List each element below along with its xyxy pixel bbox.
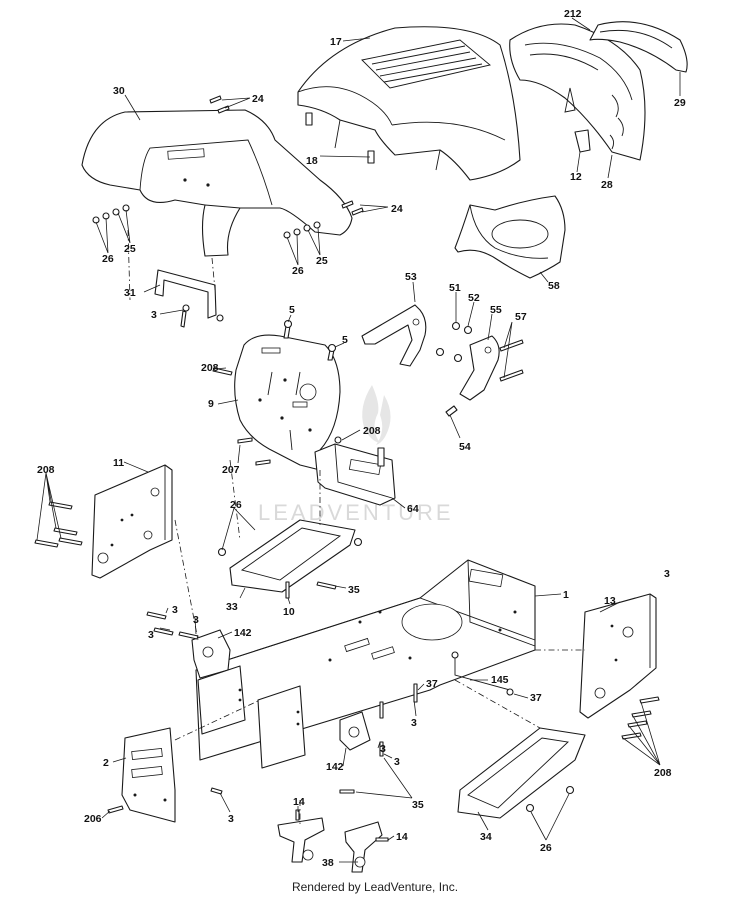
callout-label: 208: [37, 464, 55, 476]
left-frame-panel-part[interactable]: [91, 464, 173, 579]
callout-label: 24: [252, 93, 264, 105]
pivot-bracket-part[interactable]: [277, 809, 389, 873]
callout-label: 35: [412, 799, 424, 811]
callout-label: 35: [348, 584, 360, 596]
callout-label: 26: [102, 253, 114, 265]
callout-label: 142: [326, 761, 344, 773]
assembly-lines: [127, 229, 585, 826]
brake-linkage-part[interactable]: [435, 321, 524, 417]
callout-label: 3: [151, 309, 157, 321]
callout-label: 17: [330, 36, 342, 48]
callout-label: 34: [480, 831, 492, 843]
callout-label: 212: [564, 8, 582, 20]
watermark-logo: [362, 385, 391, 445]
pedal-bracket-part[interactable]: [361, 304, 427, 367]
callout-label: 3: [380, 743, 386, 755]
callout-label: 28: [601, 179, 613, 191]
front-bracket-part[interactable]: [121, 727, 176, 823]
callout-label: 9: [208, 398, 214, 410]
callout-label: 5: [289, 304, 295, 316]
callout-label: 29: [674, 97, 686, 109]
hood-part[interactable]: [297, 26, 521, 181]
axle-plate-part[interactable]: [197, 665, 306, 769]
callout-label: 3: [172, 604, 178, 616]
callout-label: 26: [540, 842, 552, 854]
callout-label: 14: [293, 796, 305, 808]
belt-shield-part[interactable]: [454, 195, 566, 279]
latch-part[interactable]: [574, 129, 591, 153]
frame-bolt-part[interactable]: [34, 501, 83, 548]
leader-lines: [36, 17, 681, 863]
callout-label: 12: [570, 171, 582, 183]
callout-label: 3: [411, 717, 417, 729]
callout-labels: 17 212 29 28 12 30 24 18 24 25 26 26 25 …: [37, 8, 686, 869]
callout-label: 53: [405, 271, 417, 283]
callout-label: 11: [113, 457, 124, 469]
callout-label: 3: [228, 813, 234, 825]
dash-panel-part[interactable]: [81, 109, 353, 257]
callout-label: 26: [230, 499, 242, 511]
callout-label: 37: [426, 678, 438, 690]
callout-label: 33: [226, 601, 238, 613]
callout-label: 51: [449, 282, 461, 294]
callout-label: 3: [193, 614, 199, 626]
callout-label: 31: [124, 287, 136, 299]
foot-rest-part[interactable]: [457, 727, 586, 819]
callout-label: 3: [664, 568, 670, 580]
callout-label: 25: [124, 243, 136, 255]
axle-bracket-part[interactable]: [191, 629, 371, 751]
callout-label: 3: [394, 756, 400, 768]
callout-label: 207: [222, 464, 240, 476]
callout-label: 142: [234, 627, 252, 639]
callout-label: 38: [322, 857, 334, 869]
callout-label: 206: [84, 813, 102, 825]
callout-label: 1: [563, 589, 569, 601]
callout-label: 37: [530, 692, 542, 704]
lower-dash-part[interactable]: [314, 436, 396, 506]
callout-label: 64: [407, 503, 419, 515]
grille-insert-part[interactable]: [589, 21, 688, 73]
callout-label: 3: [148, 629, 154, 641]
dash-support-part[interactable]: [234, 334, 341, 471]
callout-label: 208: [654, 767, 672, 779]
callout-label: 25: [316, 255, 328, 267]
bolt-part[interactable]: [212, 319, 337, 466]
callout-label: 54: [459, 441, 471, 453]
callout-label: 208: [363, 425, 381, 437]
step-plate-part[interactable]: [217, 519, 363, 599]
footer-credit: Rendered by LeadVenture, Inc.: [291, 880, 459, 894]
callout-label: 57: [515, 311, 527, 323]
nut-washer-part[interactable]: [92, 204, 321, 239]
dash-bracket-part[interactable]: [154, 269, 224, 328]
callout-label: 30: [113, 85, 125, 97]
grille-part[interactable]: [509, 23, 646, 161]
callout-label: 55: [490, 304, 502, 316]
callout-label: 14: [396, 831, 408, 843]
callout-label: 208: [201, 362, 219, 374]
callout-label: 58: [548, 280, 560, 292]
frame-bolt-part[interactable]: [621, 696, 660, 740]
right-frame-panel-part[interactable]: [579, 593, 657, 719]
callout-label: 2: [103, 757, 109, 769]
callout-label: 18: [306, 155, 318, 167]
callout-label: 10: [283, 606, 295, 618]
callout-label: 24: [391, 203, 403, 215]
callout-label: 52: [468, 292, 480, 304]
watermark-text: LEADVENTURE: [258, 500, 454, 525]
callout-label: 26: [292, 265, 304, 277]
rod-part[interactable]: [451, 651, 514, 696]
callout-label: 145: [491, 674, 509, 686]
callout-label: 13: [604, 595, 616, 607]
callout-label: 5: [342, 334, 348, 346]
